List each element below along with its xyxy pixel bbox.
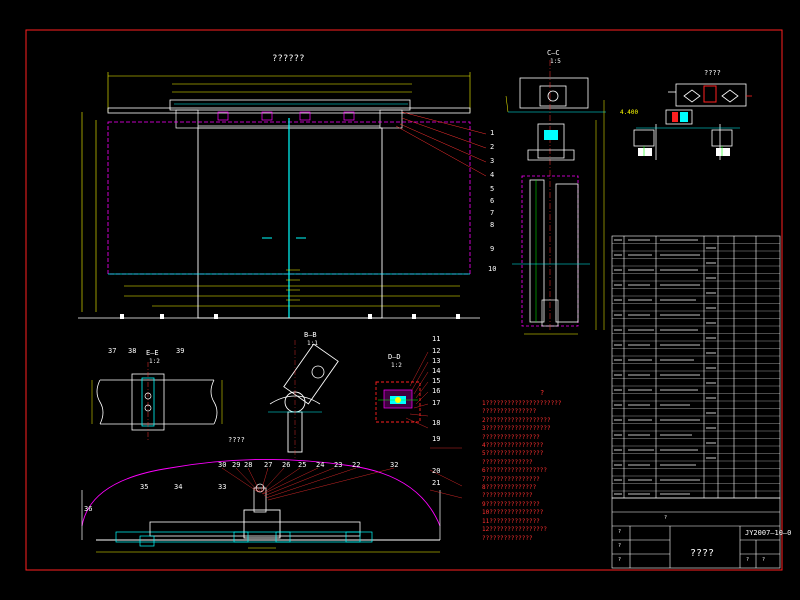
- section-ee-label: E—E: [146, 349, 159, 357]
- parts-list-entries: [614, 239, 716, 495]
- section-cc-scale: 1:5: [550, 58, 561, 65]
- bottom-view-title: ????: [228, 436, 245, 444]
- note-line: 1?????????????????????: [482, 400, 562, 407]
- note-line: 7???????????????: [482, 475, 540, 483]
- leader-26: 26: [282, 461, 291, 469]
- leader-16: 16: [432, 387, 441, 395]
- leader-18: 18: [432, 419, 441, 427]
- leader-30: 30: [218, 461, 227, 469]
- leader-28: 28: [244, 461, 253, 469]
- leader-1: 1: [490, 129, 495, 137]
- detail-dd: [375, 351, 429, 429]
- leader-8: 8: [490, 221, 495, 229]
- bottom-plan-view: [81, 459, 441, 553]
- note-line: ??????????????: [482, 458, 533, 466]
- hydraulic-schematic: [633, 83, 752, 160]
- note-line: ??????????????: [482, 534, 533, 542]
- leader-29: 29: [232, 461, 241, 469]
- section-cc-label: C—C: [547, 49, 560, 57]
- note-line: 4????????????????: [482, 442, 544, 450]
- leader-19: 19: [432, 435, 441, 443]
- hydraulic-title: ????: [704, 69, 721, 77]
- title-cell-1: ?: [618, 529, 622, 535]
- side-view: [505, 60, 606, 335]
- leader-10: 10: [488, 265, 497, 273]
- title-cell-4: ?: [664, 515, 668, 521]
- leader-17: 17: [432, 399, 441, 407]
- title-cell-2: ?: [618, 543, 622, 549]
- leader-34: 34: [174, 483, 183, 491]
- leader-27: 27: [264, 461, 273, 469]
- leader-4: 4: [490, 171, 495, 179]
- note-line: 8??????????????: [482, 484, 537, 492]
- section-dd-scale: 1:2: [391, 362, 402, 369]
- section-bb-scale: 1:1: [307, 340, 318, 347]
- leader-12: 12: [432, 347, 441, 355]
- front-view: [78, 72, 487, 319]
- leader-36: 36: [84, 505, 93, 513]
- drawing-number: JY2007—10—0: [745, 529, 792, 537]
- technical-notes: 1????????????????????? ??????????????? 2…: [482, 400, 561, 543]
- leader-21: 21: [432, 479, 441, 487]
- leader-20: 20: [432, 467, 441, 475]
- title-cell-6: ?: [762, 557, 766, 563]
- note-line: 11??????????????: [482, 517, 540, 525]
- note-line: ????????????????: [482, 433, 540, 441]
- leader-11: 11: [432, 335, 441, 343]
- section-bb-label: B—B: [304, 331, 317, 339]
- detail-left: [91, 362, 223, 440]
- leader-5: 5: [490, 185, 495, 193]
- leader-37: 37: [108, 347, 117, 355]
- leader-25: 25: [298, 461, 307, 469]
- leader-3: 3: [490, 157, 495, 165]
- title-cell-5: ?: [746, 557, 750, 563]
- note-line: 6?????????????????: [482, 467, 548, 475]
- leader-7: 7: [490, 209, 495, 217]
- leader-15: 15: [432, 377, 441, 385]
- leader-39: 39: [176, 347, 185, 355]
- title-block-name: ????: [690, 548, 715, 559]
- leader-9: 9: [490, 245, 495, 253]
- detail-center: [268, 340, 339, 460]
- leader-24: 24: [316, 461, 325, 469]
- leader-14: 14: [432, 367, 441, 375]
- main-view-title: ??????: [272, 54, 305, 64]
- leader-35: 35: [140, 483, 149, 491]
- leader-22: 22: [352, 461, 361, 469]
- title-cell-3: ?: [618, 557, 622, 563]
- note-line: ??????????????: [482, 492, 533, 500]
- leader-33: 33: [218, 483, 227, 491]
- note-line: 2??????????????????: [482, 416, 551, 424]
- leader-23: 23: [334, 461, 343, 469]
- leader-38: 38: [128, 347, 137, 355]
- note-line: 9???????????????: [482, 500, 540, 508]
- note-line: 12????????????????: [482, 526, 548, 534]
- title-block-grid: [611, 497, 781, 569]
- section-ee-scale: 1:2: [149, 358, 160, 365]
- notes-title: ?: [540, 389, 545, 397]
- note-line: ???????????????: [482, 408, 537, 416]
- leader-2: 2: [490, 143, 495, 151]
- note-line: 3??????????????????: [482, 425, 551, 433]
- outer-frame: [25, 29, 783, 571]
- leader-32: 32: [390, 461, 399, 469]
- section-dd-label: D—D: [388, 353, 401, 361]
- parts-list-rows: [612, 243, 780, 492]
- note-line: 10???????????????: [482, 509, 544, 517]
- elevation-label: 4.400: [620, 109, 639, 116]
- note-line: 5????????????????: [482, 450, 544, 458]
- leader-13: 13: [432, 357, 441, 365]
- leader-6: 6: [490, 197, 495, 205]
- parts-list-grid: [611, 235, 781, 499]
